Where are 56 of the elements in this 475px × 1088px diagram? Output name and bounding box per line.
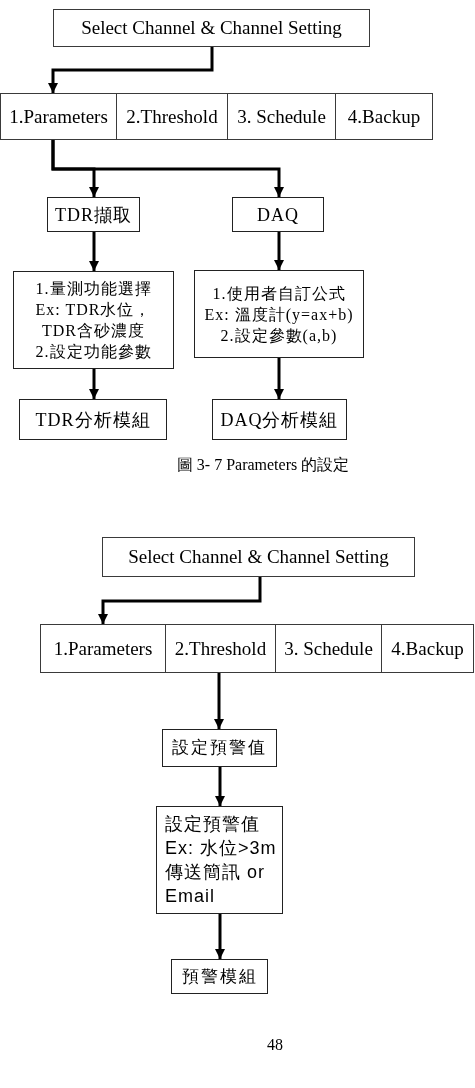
tab-label: 1.Parameters <box>53 636 153 661</box>
arrow <box>274 358 284 399</box>
arrow <box>51 140 284 197</box>
process-box <box>13 271 174 369</box>
step-text: 2.設定參數(a,b) <box>220 325 338 346</box>
step-text: 傳送簡訊 or Email <box>165 861 266 908</box>
tab-label: 1.Parameters <box>9 104 108 129</box>
arrow <box>214 673 224 729</box>
menu-tab <box>165 624 276 673</box>
page-number: 48 <box>266 1035 284 1055</box>
process-box <box>232 197 324 232</box>
menu-tab <box>0 93 117 140</box>
process-box <box>162 729 277 767</box>
arrow <box>48 47 214 93</box>
step-label: TDR分析模組 <box>35 408 151 432</box>
step-label: 預警模組 <box>181 965 258 988</box>
arrow <box>89 232 99 271</box>
process-box <box>53 9 370 47</box>
step-label: Select Channel & Channel Setting <box>128 545 389 569</box>
step-text: Ex: TDR水位，TDR含砂濃度 <box>34 300 153 341</box>
step-label: 設定預警值 <box>172 737 267 759</box>
tab-label: 2.Threshold <box>174 636 267 661</box>
process-box <box>19 399 167 440</box>
process-box <box>156 806 283 914</box>
arrow <box>89 369 99 399</box>
menu-tab <box>381 624 474 673</box>
tab-label: 4.Backup <box>347 104 421 129</box>
step-label: DAQ <box>257 203 299 227</box>
menu-tab <box>335 93 433 140</box>
menu-tab <box>40 624 166 673</box>
tab-label: 3. Schedule <box>237 104 326 129</box>
step-text: Ex: 溫度計(y=ax+b) <box>204 304 354 325</box>
step-text: 1.量測功能選擇 <box>35 279 152 299</box>
arrow <box>215 914 225 959</box>
menu-tab <box>275 624 382 673</box>
step-label: Select Channel & Channel Setting <box>81 16 342 40</box>
process-box <box>194 270 364 358</box>
step-text: 設定預警值 <box>165 813 260 836</box>
process-box <box>102 537 415 577</box>
process-box <box>212 399 347 440</box>
step-text: 2.設定功能參數 <box>35 342 152 362</box>
arrow <box>274 232 284 270</box>
step-text: 1.使用者自訂公式 <box>212 283 346 304</box>
arrow <box>215 767 225 806</box>
process-box <box>47 197 140 232</box>
tab-label: 2.Threshold <box>126 104 218 129</box>
menu-tab <box>227 93 336 140</box>
tab-label: 4.Backup <box>391 636 464 661</box>
step-label: TDR擷取 <box>55 203 132 227</box>
step-text: Ex: 水位>3m <box>165 837 277 860</box>
step-label: DAQ分析模組 <box>220 408 339 432</box>
arrow <box>98 577 262 624</box>
process-box <box>171 959 268 994</box>
tab-label: 3. Schedule <box>284 636 373 661</box>
figure-caption: 圖 3- 7 Parameters 的設定 <box>175 455 351 475</box>
menu-tab <box>116 93 228 140</box>
